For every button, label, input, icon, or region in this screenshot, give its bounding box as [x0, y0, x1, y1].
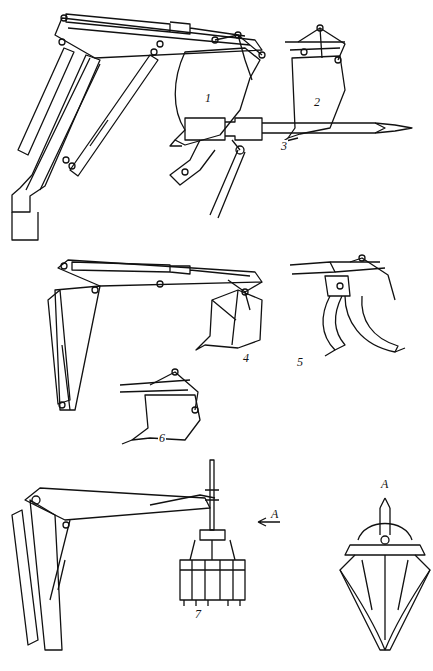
view-letter: A: [270, 508, 279, 520]
front-shovel-bucket: [196, 290, 262, 350]
view-letter: A: [380, 478, 389, 490]
callout-number: 6: [158, 432, 166, 444]
boom-assembly: [12, 14, 265, 240]
narrow-bucket: [120, 369, 200, 444]
clamshell-view: [340, 498, 430, 650]
callout-number: 2: [313, 96, 321, 108]
hydraulic-hammer: [170, 118, 412, 218]
ripper: [290, 255, 405, 356]
callout-number: 4: [242, 352, 250, 364]
boom-assembly: [48, 260, 262, 410]
bucket-variant: [282, 25, 345, 142]
callout-number: 5: [296, 356, 304, 368]
boom-assembly: [12, 488, 215, 650]
callout-number: 1: [204, 92, 212, 104]
callout-number: 7: [194, 608, 202, 620]
backhoe-bucket: [175, 48, 260, 145]
callout-number: 3: [280, 140, 288, 152]
clamshell-grab: [180, 460, 245, 606]
